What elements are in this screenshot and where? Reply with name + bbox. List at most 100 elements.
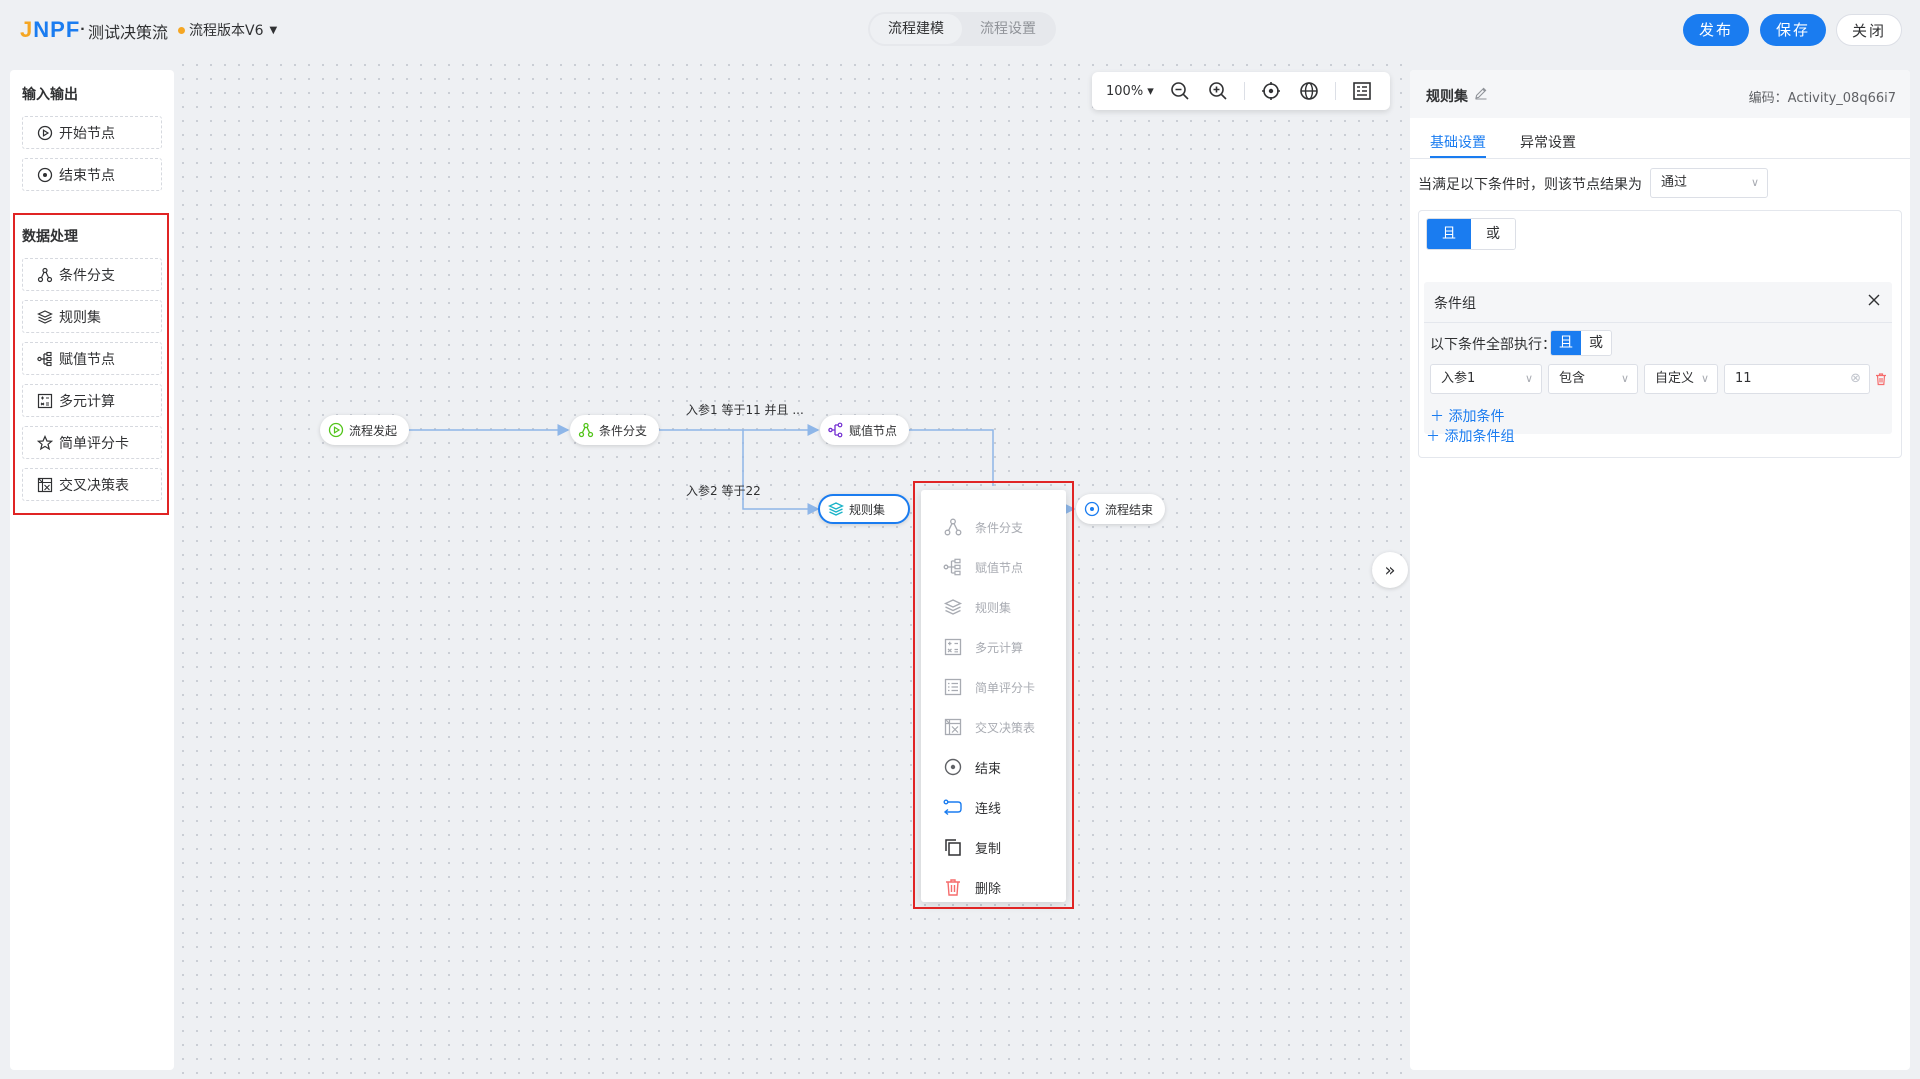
link-label: 添加条件组 — [1444, 429, 1515, 445]
palette-item-start[interactable]: 开始节点 — [22, 116, 162, 149]
menu-item-connect[interactable]: 连线 — [943, 792, 1001, 822]
zoom-in-icon[interactable] — [1206, 79, 1230, 103]
condition-group-title: 条件组 — [1434, 296, 1476, 312]
chevron-down-icon: ∨ — [1620, 372, 1629, 385]
publish-button[interactable]: 发布 — [1683, 14, 1749, 46]
palette-item-end[interactable]: 结束节点 — [22, 158, 162, 191]
menu-item-label: 简单评分卡 — [975, 680, 1036, 695]
node-context-menu: 条件分支 赋值节点 规则集 多元计算 简单评分卡 交叉决策表 结束 连线 复制 … — [921, 490, 1066, 902]
select-value: 自定义 — [1655, 371, 1695, 386]
param-select[interactable]: 入参1 ∨ — [1430, 364, 1542, 394]
menu-item-label: 条件分支 — [975, 520, 1024, 535]
menu-item-assign[interactable]: 赋值节点 — [943, 552, 1023, 582]
tab-basic-settings[interactable]: 基础设置 — [1430, 128, 1486, 158]
globe-icon[interactable] — [1297, 79, 1321, 103]
save-button[interactable]: 保存 — [1760, 14, 1826, 46]
palette-item-calc[interactable]: 多元计算 — [22, 384, 162, 417]
branch-icon — [578, 422, 594, 438]
result-select[interactable]: 通过 ∨ — [1650, 168, 1768, 198]
zoom-level-select[interactable]: 100% ▾ — [1106, 83, 1154, 99]
logic-or-button[interactable]: 或 — [1471, 219, 1515, 249]
menu-item-cross-table[interactable]: 交叉决策表 — [943, 712, 1035, 742]
value-type-select[interactable]: 自定义 ∨ — [1644, 364, 1718, 394]
edge-label-condition-1: 入参1 等于11 并且 ... — [686, 403, 804, 417]
tab-flow-modeling[interactable]: 流程建模 — [870, 14, 962, 44]
double-chevron-right-icon: » — [1384, 559, 1396, 581]
connect-line-icon — [943, 799, 962, 816]
node-end[interactable]: 流程结束 — [1076, 494, 1166, 524]
menu-item-branch[interactable]: 条件分支 — [943, 512, 1023, 542]
node-label: 条件分支 — [599, 423, 648, 438]
version-status-dot — [178, 26, 185, 34]
menu-item-delete[interactable]: 删除 — [943, 872, 1001, 902]
menu-item-label: 多元计算 — [975, 640, 1024, 655]
node-label: 流程结束 — [1105, 502, 1154, 517]
tab-flow-settings[interactable]: 流程设置 — [980, 21, 1036, 37]
node-assign[interactable]: 赋值节点 — [820, 415, 910, 445]
branch-icon — [37, 267, 53, 282]
node-branch[interactable]: 条件分支 — [570, 415, 660, 445]
result-label: 当满足以下条件时，则该节点结果为 — [1418, 177, 1642, 193]
tab-exception-settings[interactable]: 异常设置 — [1520, 135, 1576, 151]
operator-select[interactable]: 包含 ∨ — [1548, 364, 1638, 394]
palette-item-label: 开始节点 — [59, 125, 115, 142]
add-condition-button[interactable]: ＋ 添加条件 — [1430, 409, 1505, 425]
stop-circle-icon — [37, 167, 53, 182]
panel-header: 规则集 编码：Activity_08q66i7 — [1410, 70, 1910, 118]
stop-circle-icon — [944, 758, 962, 776]
calculator-icon — [944, 638, 962, 656]
zoom-value: 100% — [1106, 83, 1144, 99]
layers-icon — [828, 502, 844, 516]
chevron-down-icon: ∨ — [1524, 372, 1533, 385]
trash-icon[interactable] — [1874, 372, 1888, 386]
node-palette: 输入输出 开始节点 结束节点 数据处理 条件分支 规则集 赋值节点 多元计算 简… — [10, 70, 174, 1070]
logo-letter: P — [50, 17, 66, 42]
palette-item-label: 简单评分卡 — [59, 435, 129, 452]
play-circle-icon — [328, 422, 344, 438]
menu-item-label: 结束 — [975, 761, 1002, 777]
group-logic-toggle: 且 或 — [1550, 330, 1612, 356]
menu-item-ruleset[interactable]: 规则集 — [943, 592, 1011, 622]
node-start[interactable]: 流程发起 — [320, 415, 410, 445]
logic-toggle: 且 或 — [1426, 218, 1516, 250]
palette-item-branch[interactable]: 条件分支 — [22, 258, 162, 291]
menu-item-label: 交叉决策表 — [975, 720, 1036, 735]
locate-icon[interactable] — [1259, 79, 1283, 103]
palette-item-scorecard[interactable]: 简单评分卡 — [22, 426, 162, 459]
layers-icon — [943, 599, 963, 615]
collapse-panel-button[interactable]: » — [1372, 552, 1408, 588]
palette-item-ruleset[interactable]: 规则集 — [22, 300, 162, 333]
caret-down-icon: ▼ — [269, 24, 278, 36]
cross-table-icon — [944, 718, 962, 736]
tabs-divider — [1410, 158, 1910, 159]
add-condition-group-button[interactable]: ＋ 添加条件组 — [1426, 429, 1515, 445]
properties-panel: 规则集 编码：Activity_08q66i7 基础设置 异常设置 当满足以下条… — [1410, 70, 1910, 1070]
node-code: 编码：Activity_08q66i7 — [1748, 91, 1896, 106]
panel-title: 规则集 — [1426, 89, 1468, 105]
assign-icon — [828, 422, 843, 438]
zoom-out-icon[interactable] — [1168, 79, 1192, 103]
version-selector[interactable]: 流程版本V6 ▼ — [178, 20, 277, 40]
logo-letter: J — [20, 17, 34, 42]
menu-item-copy[interactable]: 复制 — [943, 832, 1001, 862]
edit-pencil-icon[interactable] — [1474, 86, 1488, 100]
menu-item-scorecard[interactable]: 简单评分卡 — [943, 672, 1035, 702]
minimap-icon[interactable] — [1350, 79, 1374, 103]
menu-item-end[interactable]: 结束 — [943, 752, 1001, 782]
flow-canvas[interactable] — [176, 58, 1408, 1079]
node-ruleset[interactable]: 规则集 — [818, 494, 910, 524]
palette-item-assign[interactable]: 赋值节点 — [22, 342, 162, 375]
palette-item-cross-table[interactable]: 交叉决策表 — [22, 468, 162, 501]
select-value: 通过 — [1661, 175, 1688, 190]
group-logic-and-button[interactable]: 且 — [1551, 331, 1581, 355]
condition-group: 条件组 以下条件全部执行： 且 或 入参1 ∨ 包含 ∨ 自定义 ∨ 11 ⊗ … — [1424, 282, 1892, 434]
clear-icon[interactable]: ⊗ — [1850, 371, 1861, 386]
logic-and-button[interactable]: 且 — [1427, 219, 1471, 249]
group-logic-or-button[interactable]: 或 — [1581, 331, 1611, 355]
condition-value-input[interactable]: 11 ⊗ — [1724, 364, 1870, 394]
close-button[interactable]: 关闭 — [1836, 14, 1902, 46]
menu-item-calc[interactable]: 多元计算 — [943, 632, 1023, 662]
group-divider — [1424, 322, 1892, 323]
stop-circle-icon — [1084, 501, 1100, 517]
close-icon[interactable] — [1866, 292, 1882, 308]
